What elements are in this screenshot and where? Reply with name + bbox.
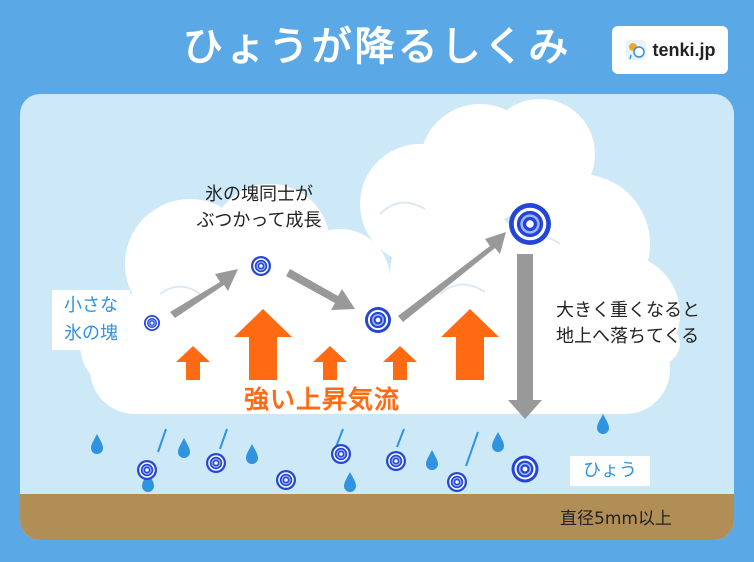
cloud-icon [80,99,680,414]
hailstone-icon [507,201,553,247]
hailstone-icon [510,454,540,484]
raindrop-icon [344,472,356,492]
fall-arrow-icon [508,254,542,419]
diagram-panel: 小さな 氷の塊 氷の塊同士が ぶつかって成長 強い上昇気流 大きく重くなると 地… [20,94,734,540]
hailstone-icon [385,450,407,472]
raindrop-icon [91,434,103,454]
hailstone-icon [364,306,392,334]
hailstone-icon [330,443,352,465]
hailstone-icon [446,471,468,493]
raindrop-icon [178,438,190,458]
label-diameter: 直径5mm以上 [560,509,672,529]
hailstone-icon [275,469,297,491]
raindrop-icon [426,450,438,470]
label-hail: ひょう [570,456,650,486]
raindrop-icon [597,414,609,434]
raindrop-icon [246,444,258,464]
raindrop-icon [492,432,504,452]
tenki-logo-icon [626,40,647,60]
label-fall: 大きく重くなると 地上へ落ちてくる [556,300,700,347]
label-small-ice: 小さな 氷の塊 [52,290,130,350]
label-collide: 氷の塊同士が ぶつかって成長 [196,184,322,231]
label-updraft: 強い上昇気流 [244,385,401,414]
hailstone-icon [143,314,161,332]
growth-arrow-icon [170,232,506,322]
tenki-logo[interactable]: tenki.jp [612,26,728,74]
hailstone-icon [205,452,227,474]
diagram-art [80,99,680,493]
logo-text: tenki.jp [652,39,716,60]
updraft-arrow-icon [176,309,499,380]
hailstone-icon [136,459,158,481]
page-title: ひょうが降るしくみ [182,24,572,70]
hailstone-icon [250,255,272,277]
ground [20,494,734,540]
precipitation [91,414,609,493]
